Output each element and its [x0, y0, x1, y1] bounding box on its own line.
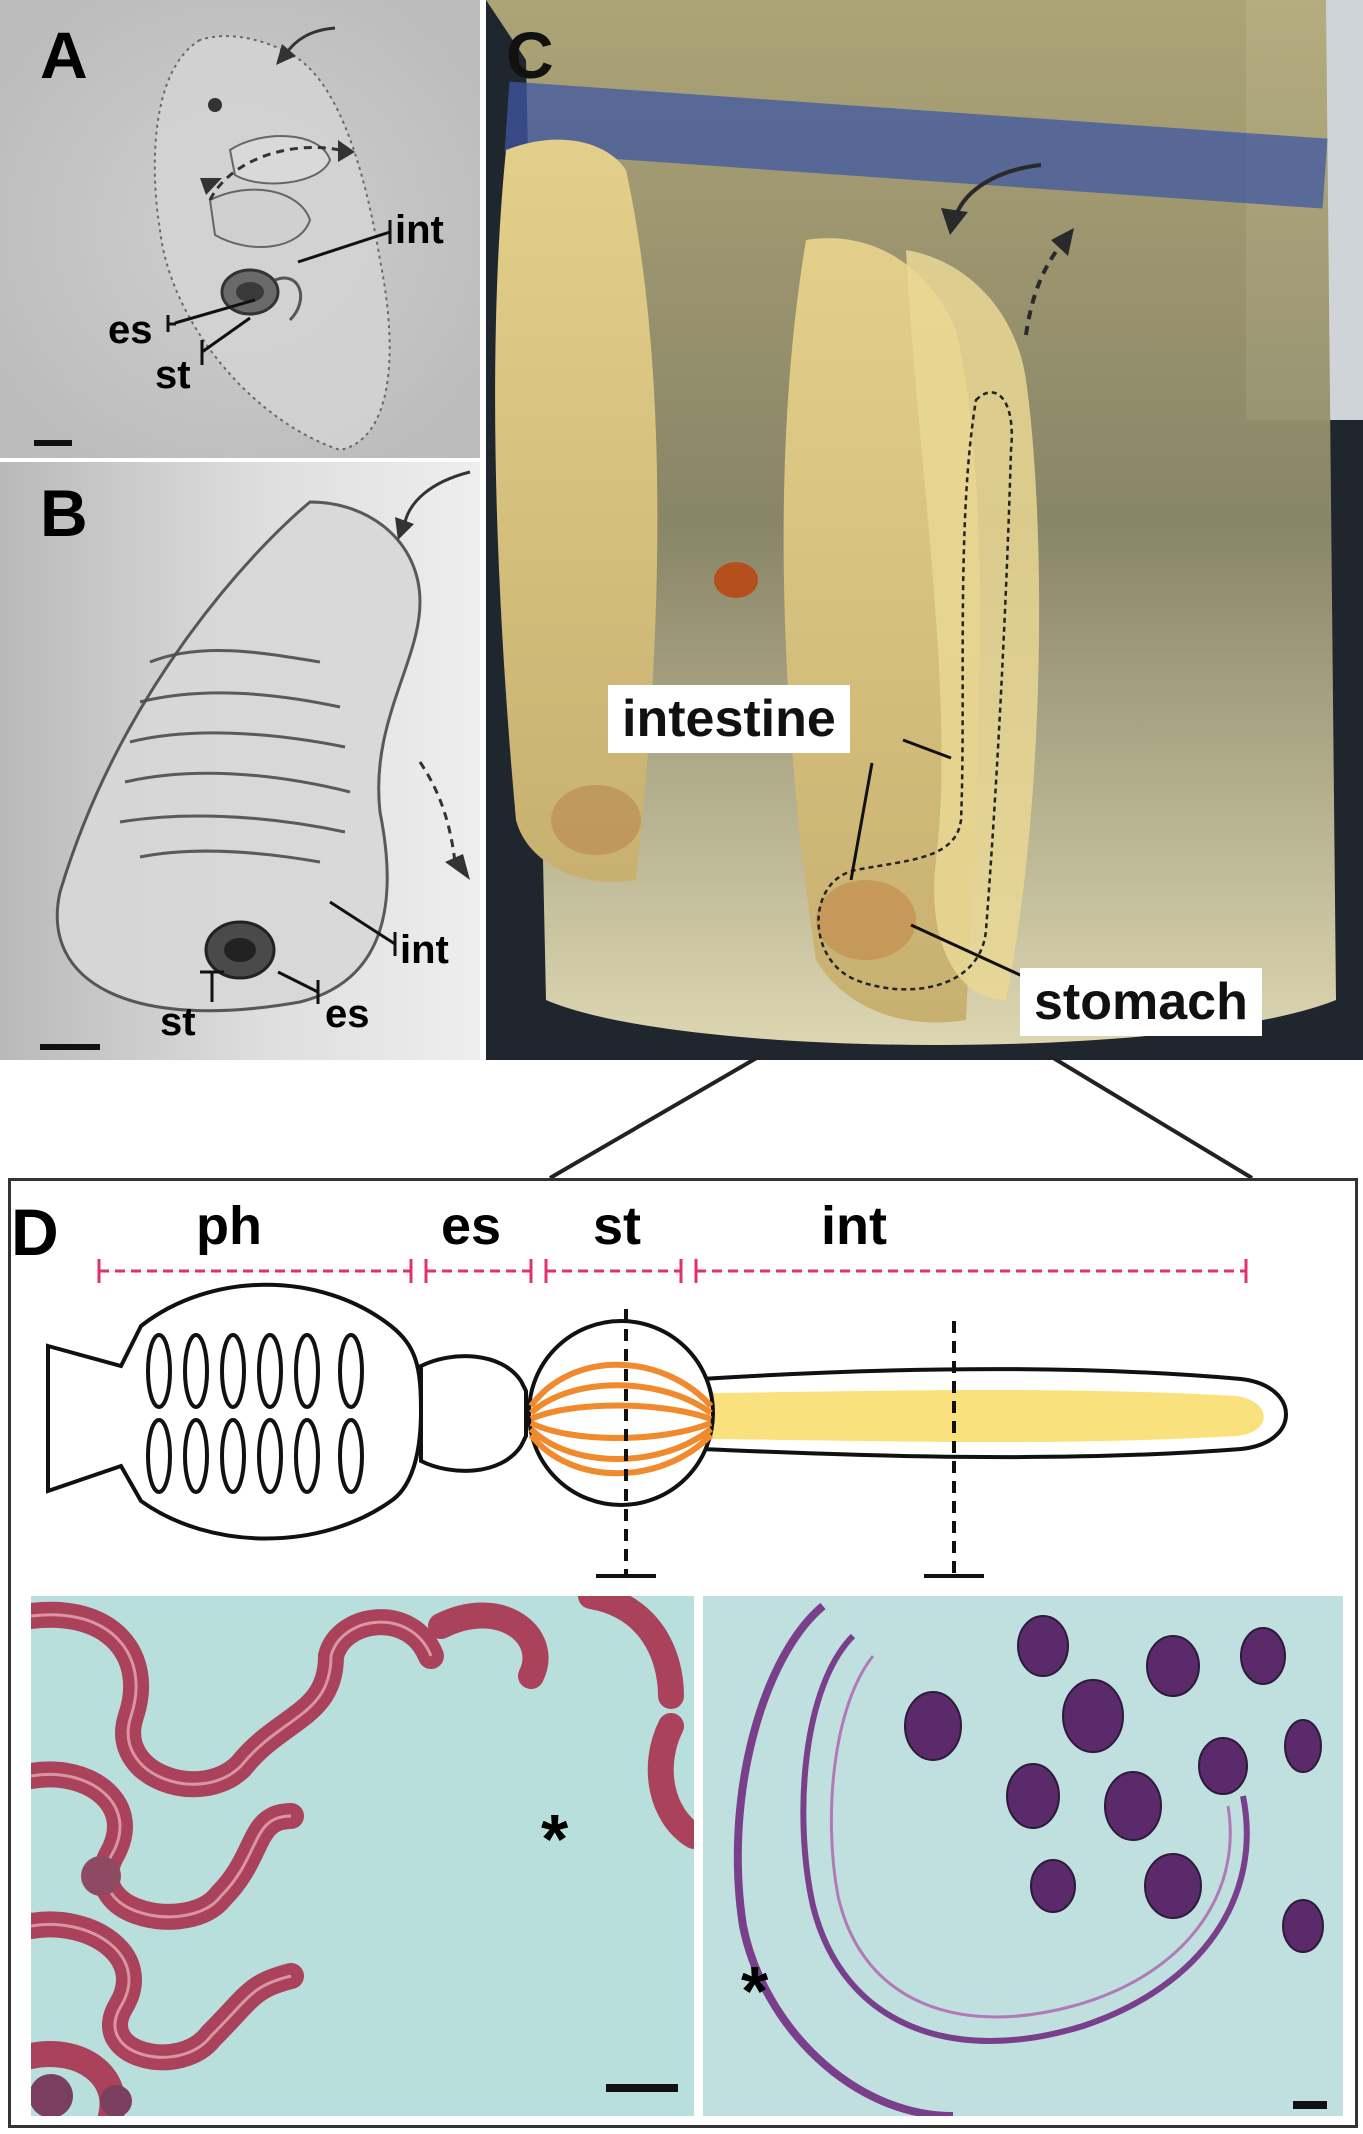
- panel-b-label: B: [40, 476, 88, 550]
- segment-label-st: st: [593, 1196, 642, 1256]
- intestine-scale-bar: [1293, 2101, 1327, 2109]
- stomach-scale-bar: [606, 2084, 678, 2092]
- panel-c: C intestine stomach: [486, 0, 1363, 1060]
- panel-a-st-label: st: [155, 353, 191, 397]
- segment-label-es: es: [441, 1196, 502, 1256]
- panel-b: B int st es: [0, 462, 480, 1060]
- histology-stomach: *: [31, 1596, 694, 2116]
- panel-a-int-label: int: [395, 208, 444, 252]
- panel-a-scale-bar: [34, 440, 72, 446]
- stomach-muscle-bands: [528, 1361, 714, 1477]
- panel-b-int-label: int: [400, 928, 449, 972]
- histology-intestine: *: [703, 1596, 1343, 2116]
- pharynx-slits: [146, 1333, 364, 1494]
- esophagus-shape: [419, 1354, 528, 1473]
- intestine-fill: [711, 1389, 1264, 1443]
- panel-d: D ph es st int: [8, 1178, 1358, 2128]
- panel-a-es-label: es: [108, 308, 153, 352]
- panel-c-photo: [486, 0, 1363, 1060]
- panel-c-stomach-label: stomach: [1020, 968, 1262, 1036]
- panel-a: A int es st: [0, 0, 480, 458]
- segment-label-ph: ph: [196, 1196, 262, 1256]
- panel-a-label: A: [40, 18, 88, 92]
- panel-b-st-label: st: [160, 1000, 196, 1044]
- panel-d-label: D: [11, 1195, 59, 1269]
- panel-c-intestine-label: intestine: [608, 685, 850, 753]
- intestine-lumen-asterisk: *: [741, 1952, 769, 2030]
- panel-b-es-label: es: [325, 992, 370, 1036]
- gut-schematic: [46, 1259, 1288, 1578]
- stomach-lumen-asterisk: *: [541, 1800, 569, 1878]
- segment-label-int: int: [821, 1196, 887, 1256]
- histology-intestine-image: [733, 1602, 1327, 2116]
- panel-b-micrograph: [0, 462, 480, 1060]
- histology-stomach-image: [31, 1596, 694, 2116]
- panel-b-scale-bar: [40, 1044, 100, 1050]
- pharynx-shape: [46, 1282, 424, 1541]
- stomach-shape: [527, 1319, 715, 1507]
- panel-a-micrograph: [0, 0, 480, 458]
- panel-c-label: C: [506, 18, 554, 92]
